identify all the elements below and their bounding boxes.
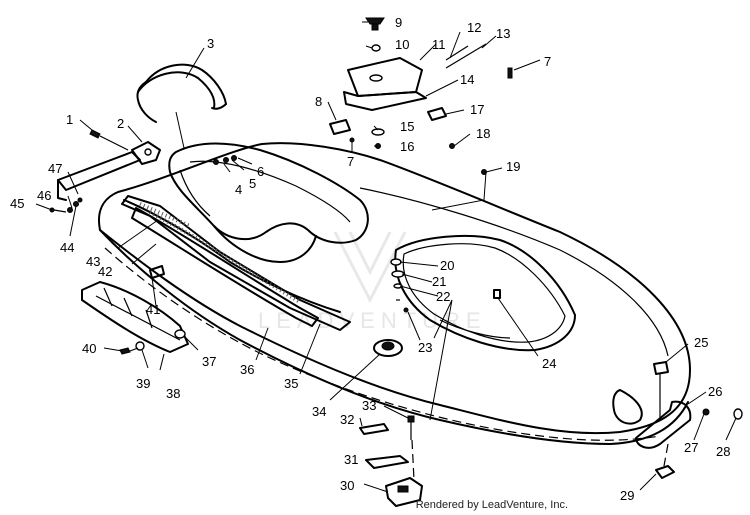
- callout-32: 32: [340, 412, 354, 427]
- fasteners-20-21-22: [390, 258, 405, 301]
- callout-41: 41: [146, 302, 160, 317]
- callout-43: 43: [86, 254, 100, 269]
- callout-25: 25: [694, 335, 708, 350]
- post-24: [493, 289, 501, 299]
- callout-8: 8: [315, 94, 322, 109]
- callout-17: 17: [470, 102, 484, 117]
- callout-46: 46: [37, 188, 51, 203]
- callout-21: 21: [432, 274, 446, 289]
- callout-7-left: 7: [347, 154, 354, 169]
- side-strips: [121, 195, 351, 331]
- hatch-cover: [343, 57, 427, 111]
- wire-12: [445, 45, 469, 61]
- watermark-text: LEADVENTURE: [258, 308, 487, 333]
- bolt-33-leader-dash: [411, 439, 415, 481]
- clip-17: [427, 107, 447, 121]
- plate-32: [359, 423, 389, 435]
- seat: [168, 142, 369, 263]
- ride-plate-fasteners: [119, 329, 186, 355]
- callout-26: 26: [708, 384, 722, 399]
- washer-10: [371, 44, 381, 52]
- callout-4: 4: [235, 182, 242, 197]
- callout-22: 22: [436, 289, 450, 304]
- callout-13: 13: [496, 26, 510, 41]
- callout-1: 1: [66, 112, 73, 127]
- ride-plate: [81, 281, 189, 353]
- bolt-7-right: [507, 67, 513, 79]
- callout-37: 37: [202, 354, 216, 369]
- screw-7-left: [349, 137, 355, 143]
- steering-bracket: [57, 141, 161, 201]
- leader-lines: [35, 21, 737, 493]
- nut-27: [702, 408, 710, 416]
- callout-19: 19: [506, 159, 520, 174]
- bracket-8: [329, 119, 351, 135]
- grab-handle: [136, 63, 227, 123]
- bumper-26: [635, 400, 692, 449]
- filler-cap-34: [373, 339, 403, 357]
- callout-27: 27: [684, 440, 698, 455]
- plate-31: [365, 455, 409, 469]
- callout-23: 23: [418, 340, 432, 355]
- washer-15: [371, 128, 385, 136]
- callout-15: 15: [400, 119, 414, 134]
- callout-10: 10: [395, 37, 409, 52]
- callout-31: 31: [344, 452, 358, 467]
- callout-44: 44: [60, 240, 74, 255]
- callout-38: 38: [166, 386, 180, 401]
- nut-29: [655, 465, 675, 479]
- callout-29: 29: [620, 488, 634, 503]
- nut-29-leader-dash: [663, 443, 669, 467]
- callout-34: 34: [312, 404, 326, 419]
- callout-6: 6: [257, 164, 264, 179]
- callout-20: 20: [440, 258, 454, 273]
- cap-25: [653, 361, 669, 420]
- callout-18: 18: [476, 126, 490, 141]
- callout-2: 2: [117, 116, 124, 131]
- watermark-logo: [333, 231, 407, 304]
- callout-45: 45: [10, 196, 24, 211]
- callout-42: 42: [98, 264, 112, 279]
- left-fasteners: [49, 129, 129, 213]
- callout-33: 33: [362, 398, 376, 413]
- strip-41: [149, 265, 165, 279]
- callout-30: 30: [340, 478, 354, 493]
- callout-47: 47: [48, 161, 62, 176]
- nut-28: [733, 408, 743, 420]
- screw-18: [449, 143, 455, 149]
- screw-23: [403, 307, 409, 313]
- render-credit: Rendered by LeadVenture, Inc.: [415, 499, 568, 511]
- callout-9: 9: [395, 15, 402, 30]
- callout-39: 39: [136, 376, 150, 391]
- callout-7-right: 7: [544, 54, 551, 69]
- callout-36: 36: [240, 362, 254, 377]
- callout-28: 28: [716, 444, 730, 459]
- callout-40: 40: [82, 341, 96, 356]
- bolt-33: [407, 415, 415, 440]
- wire-13: [445, 43, 487, 69]
- callout-35: 35: [284, 376, 298, 391]
- callout-14: 14: [460, 72, 474, 87]
- callout-24: 24: [542, 356, 556, 371]
- callout-3: 3: [207, 36, 214, 51]
- callout-12: 12: [467, 20, 481, 35]
- callout-numbers: 1 2 3 4 5 6 7 7 8 9 10 11 12 13 14 15 16…: [10, 15, 730, 503]
- callout-5: 5: [249, 176, 256, 191]
- latch-30: [385, 477, 423, 507]
- callout-11: 11: [432, 37, 446, 52]
- fasteners-4-5-6: [213, 155, 237, 165]
- callout-16: 16: [400, 139, 414, 154]
- cap: [365, 17, 385, 31]
